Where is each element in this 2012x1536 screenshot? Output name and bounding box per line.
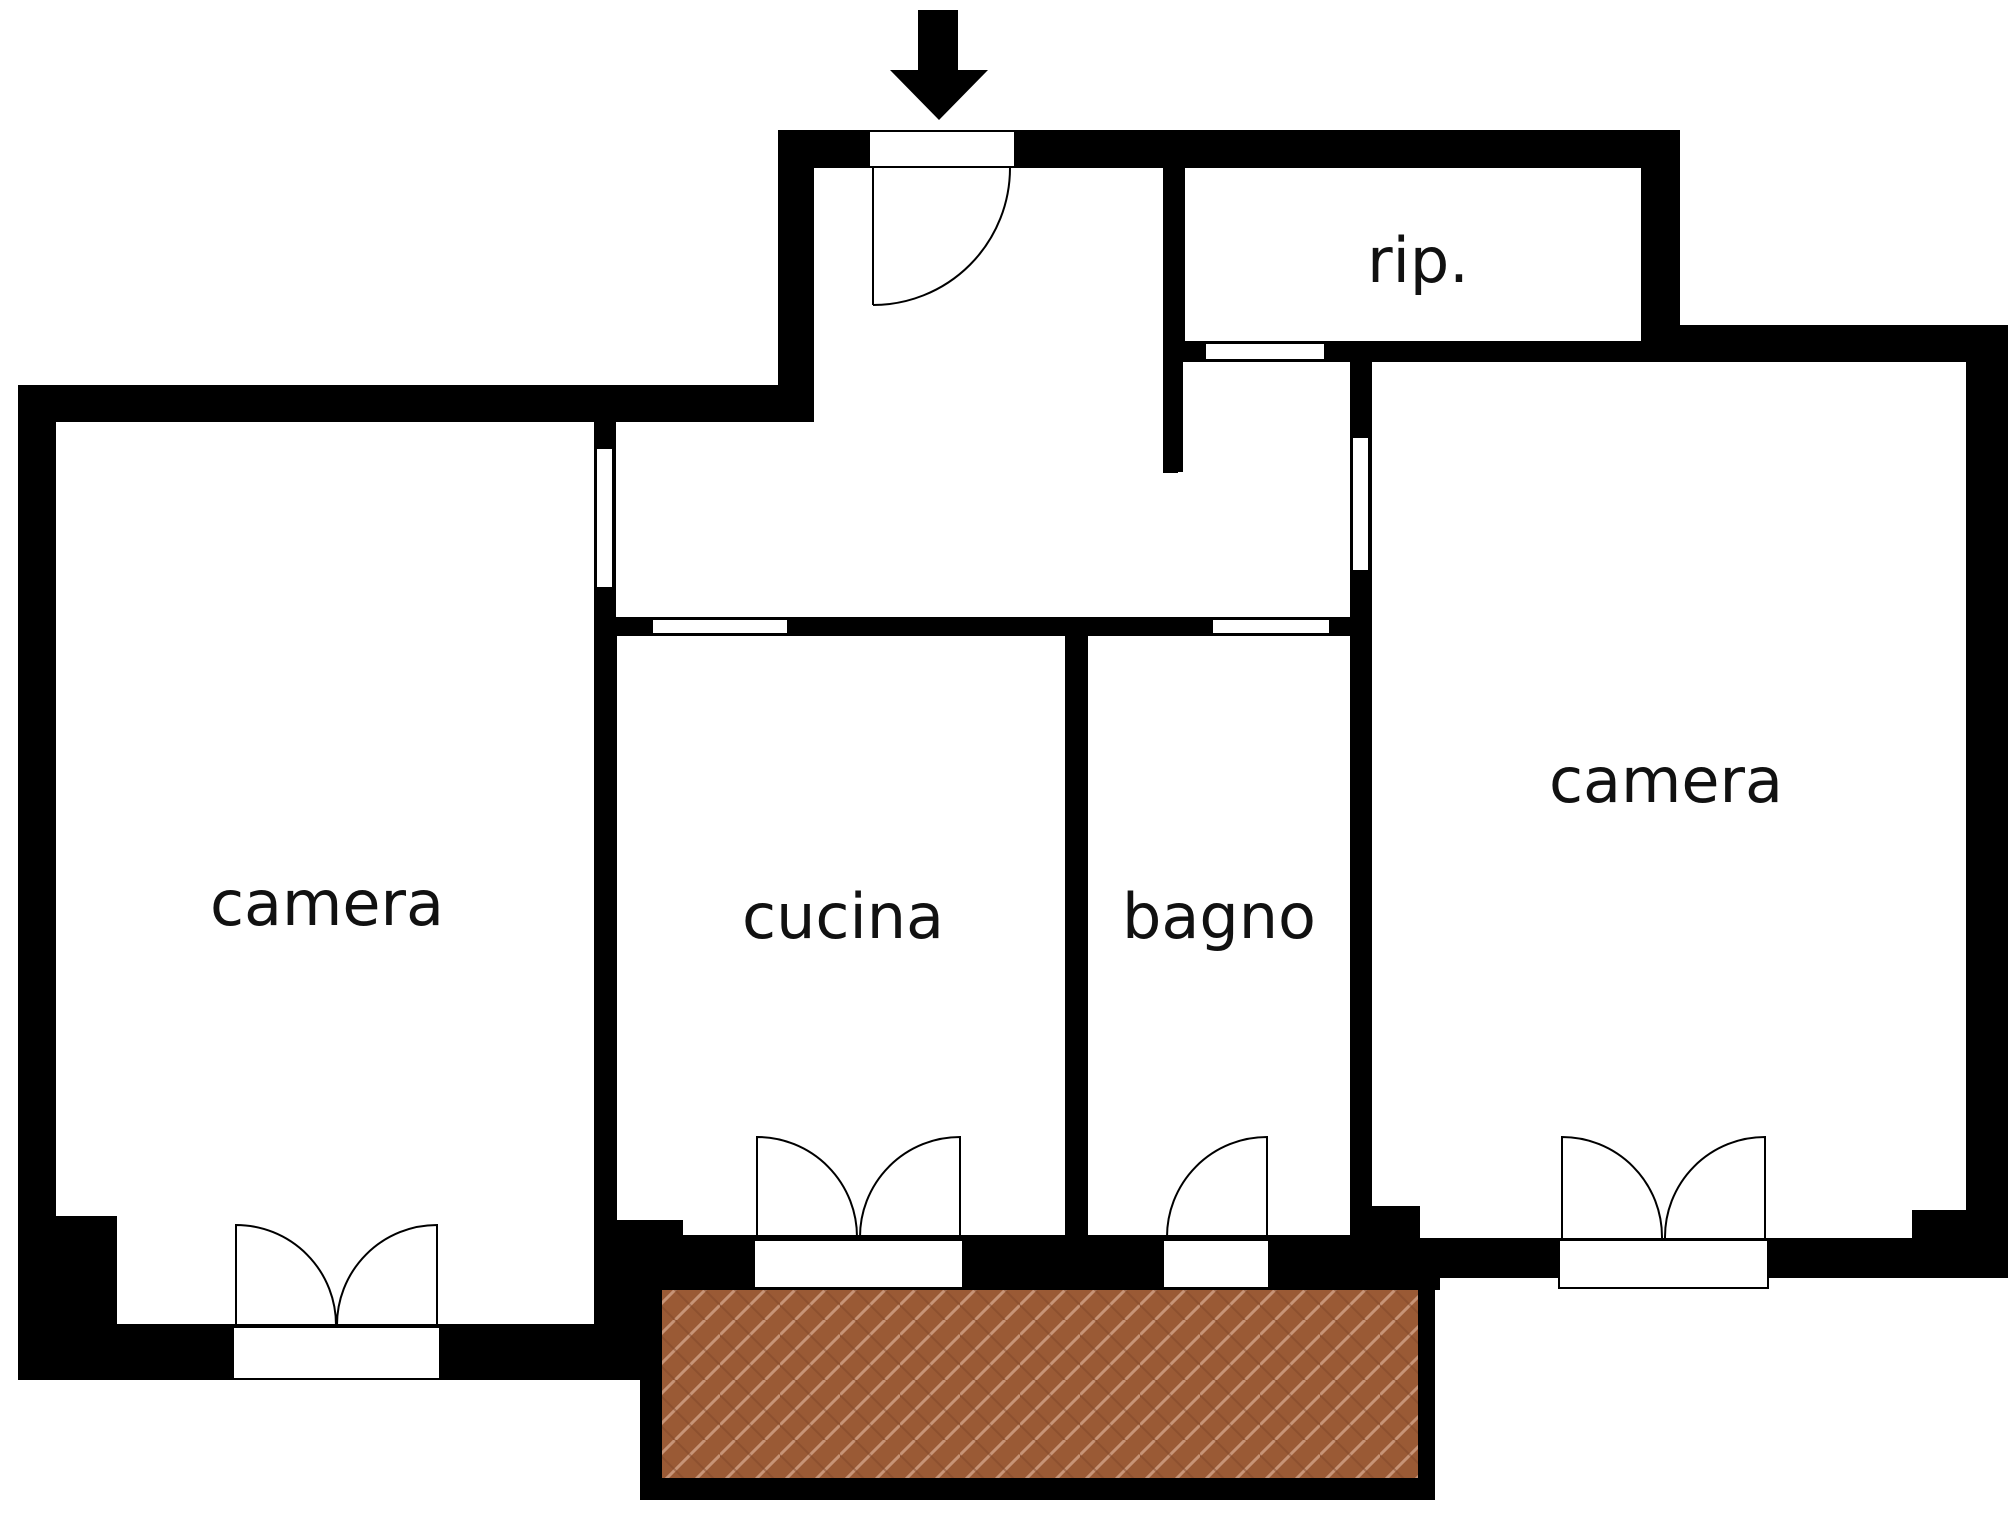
storage-floor (1185, 168, 1641, 341)
bathroom-floor (1088, 636, 1350, 1235)
entrance-door[interactable] (868, 130, 1016, 306)
room-floors (56, 168, 1966, 1324)
storage-door (1204, 342, 1326, 361)
storage-label: rip. (1367, 224, 1469, 297)
interior-doors (595, 342, 1370, 635)
bedroom-right-door (1351, 436, 1370, 572)
terrace (662, 1290, 1418, 1478)
kitchen-door (651, 618, 789, 635)
corridor-stub-wall (1166, 352, 1183, 472)
bedroom-right-label: camera (1549, 744, 1783, 817)
kitchen-label: cucina (742, 880, 944, 953)
bedroom-left-label: camera (210, 867, 444, 940)
balcony-door-kitchen (753, 1135, 964, 1289)
bathroom-door (1211, 618, 1331, 635)
balcony-door-bathroom (1162, 1135, 1270, 1289)
arrow-down-icon (890, 10, 988, 120)
bedroom-right-floor (1372, 362, 1966, 1238)
bathroom-label: bagno (1122, 880, 1316, 953)
bedroom-left-door (595, 447, 614, 589)
kitchen-floor (617, 636, 1065, 1235)
corridor-floor (616, 168, 1350, 617)
balcony-door-bedroom-left (232, 1223, 441, 1380)
bedroom-left-floor (56, 422, 594, 1324)
balcony-door-bedroom-right (1558, 1135, 1769, 1289)
